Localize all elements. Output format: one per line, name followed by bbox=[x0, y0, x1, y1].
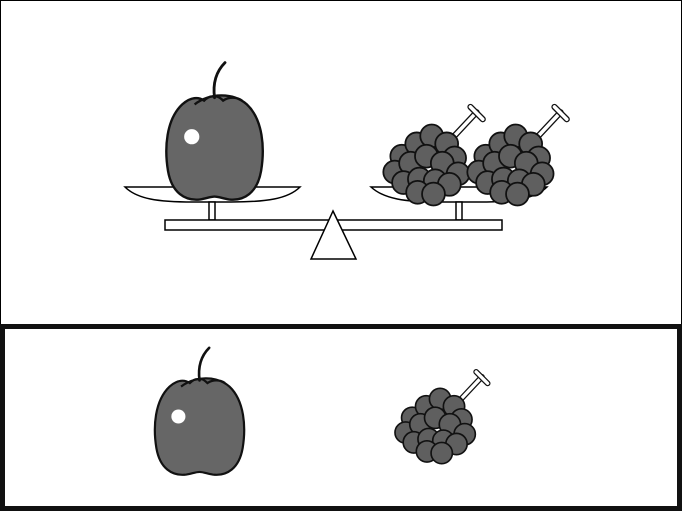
balance-scene-panel bbox=[0, 0, 682, 325]
balance-fulcrum bbox=[311, 211, 356, 259]
bottom-fruit-row bbox=[5, 329, 677, 506]
bottom-apple-icon bbox=[155, 348, 244, 475]
balance-scale-illustration bbox=[1, 1, 682, 326]
bottom-grape-bunch-icon bbox=[395, 372, 488, 464]
right-pan-post bbox=[456, 202, 462, 220]
left-pan-post bbox=[209, 202, 215, 220]
top-apple-icon bbox=[166, 63, 262, 200]
answer-options-panel bbox=[0, 324, 682, 511]
